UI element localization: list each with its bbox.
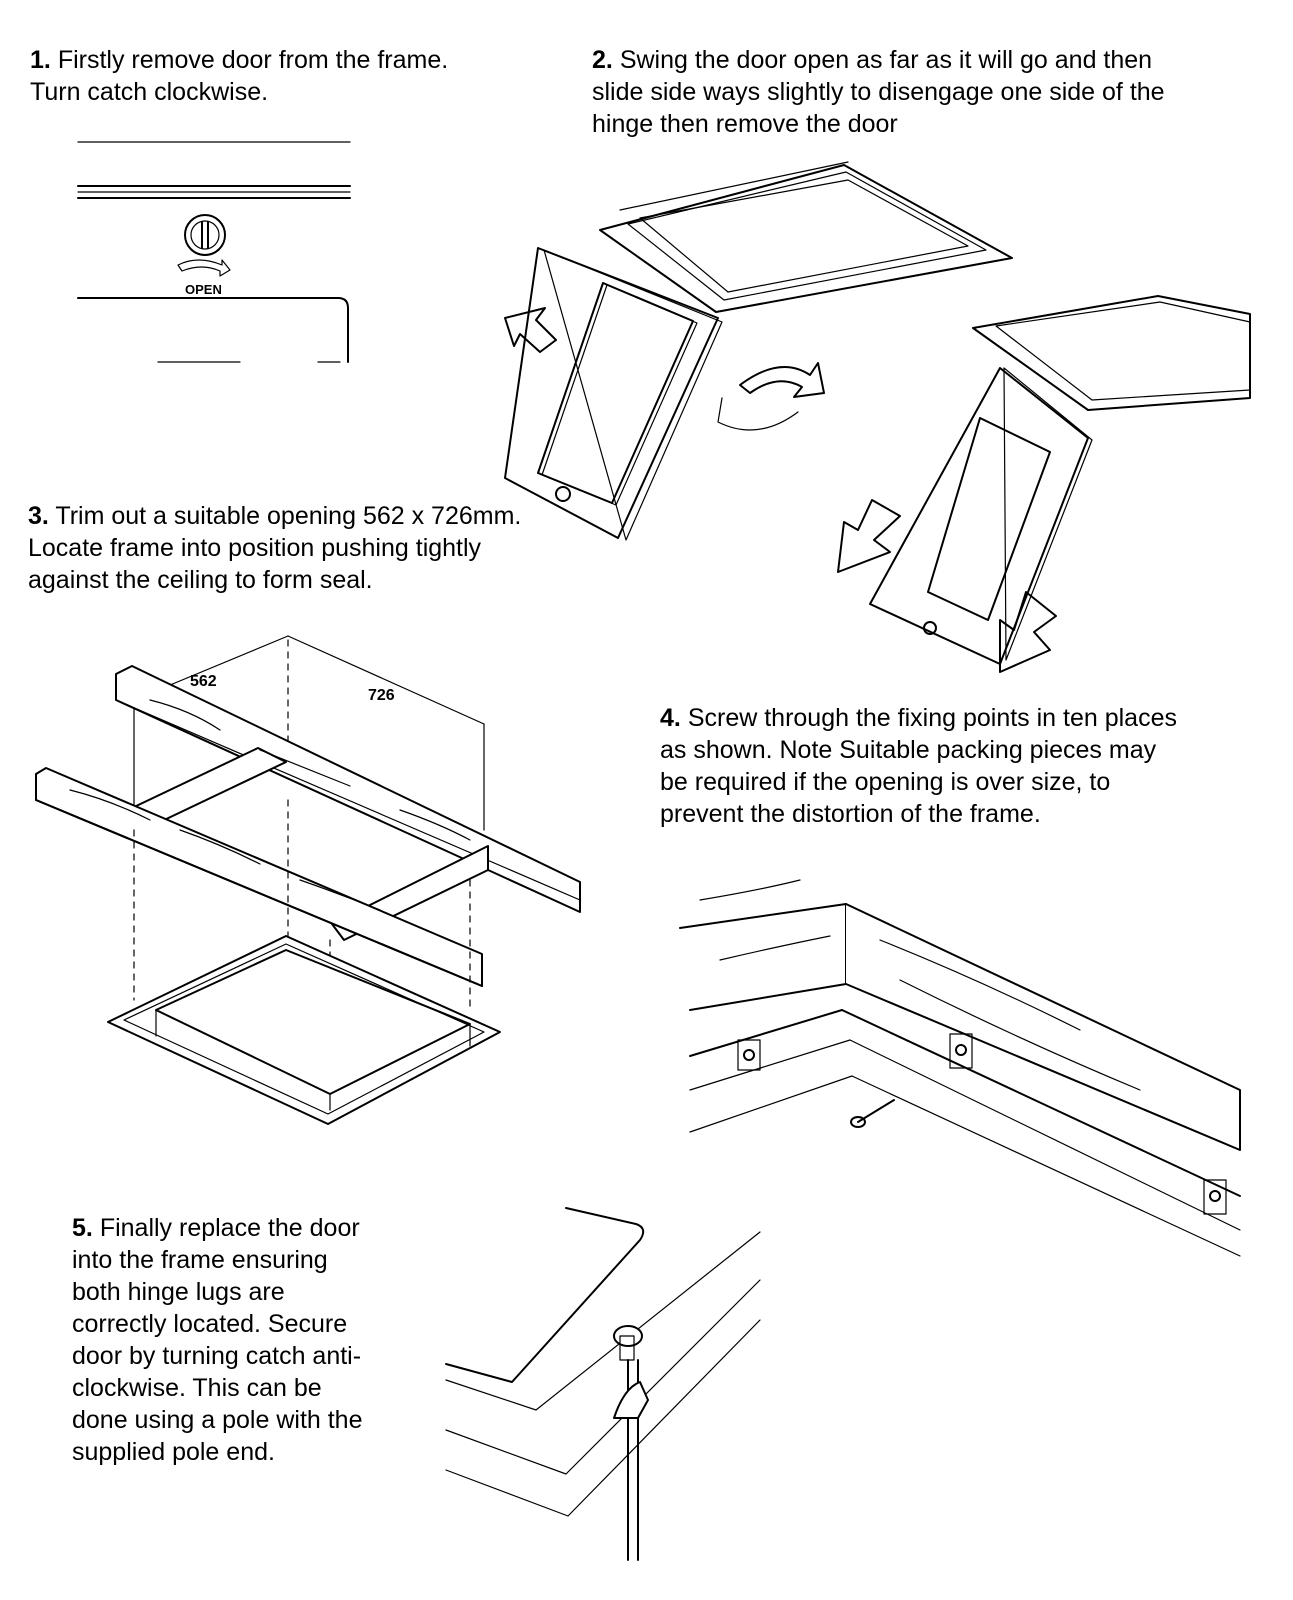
catch-detail-illustration: OPEN (77, 141, 351, 363)
dimension-726-label: 726 (368, 687, 395, 704)
pole-catch-illustration (445, 1207, 761, 1561)
dimension-562-label: 562 (190, 673, 217, 690)
step-5-body: Finally replace the door into the frame … (72, 1214, 363, 1466)
step-4-text: 4. Screw through the fixing points in te… (660, 702, 1180, 830)
step-3-body: Trim out a suitable opening 562 x 726mm.… (28, 502, 522, 594)
step-1-number: 1. (30, 46, 51, 74)
step-2-body: Swing the door open as far as it will go… (592, 46, 1165, 138)
timber-frame-illustration: 562 726 (35, 635, 581, 1125)
step-2-number: 2. (592, 46, 613, 74)
step-3-text: 3. Trim out a suitable opening 562 x 726… (28, 500, 548, 596)
step-1-text: 1. Firstly remove door from the frame. T… (30, 44, 450, 108)
catch-open-label: OPEN (185, 282, 222, 297)
door-removal-illustration (504, 161, 1251, 673)
step-5-text: 5. Finally replace the door into the fra… (72, 1212, 372, 1468)
step-3-number: 3. (28, 502, 49, 530)
step-1-body: Firstly remove door from the frame. Turn… (30, 46, 449, 106)
step-2-text: 2. Swing the door open as far as it will… (592, 44, 1182, 140)
step-5-number: 5. (72, 1214, 93, 1242)
step-4-body: Screw through the fixing points in ten p… (660, 704, 1177, 828)
screw-fixing-illustration (679, 879, 1241, 1257)
step-4-number: 4. (660, 704, 681, 732)
